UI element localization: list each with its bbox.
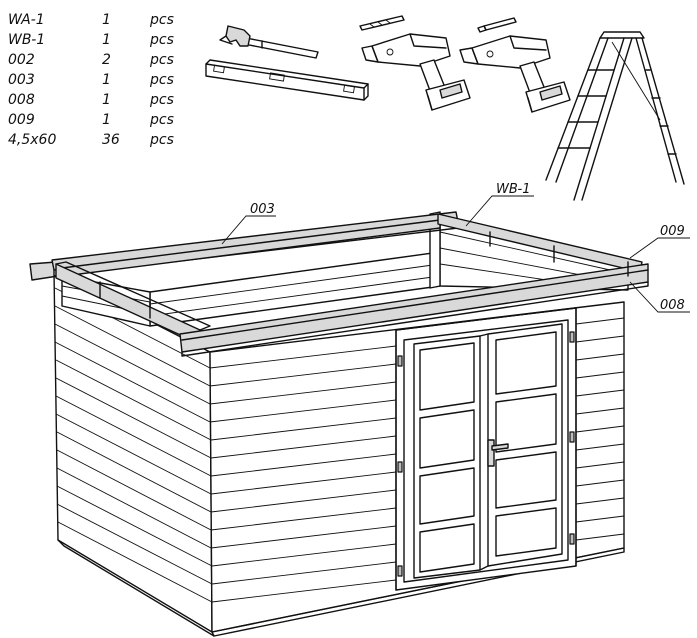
- part-code: 008: [8, 92, 35, 108]
- parts-row: WB-1 1 pcs: [8, 32, 174, 48]
- roof-beams: [29, 211, 649, 357]
- front-wall-boards: [209, 317, 625, 603]
- parts-row: 003 1 pcs: [8, 72, 174, 88]
- hammer-icon: [219, 25, 319, 59]
- part-code: 003: [8, 72, 35, 88]
- part-qty: 2: [102, 52, 111, 68]
- part-code: 009: [8, 112, 35, 128]
- parts-row: 008 1 pcs: [8, 92, 174, 108]
- double-door: [395, 307, 577, 591]
- part-code: 4,5x60: [8, 132, 56, 148]
- part-unit: pcs: [149, 32, 174, 48]
- part-unit: pcs: [149, 132, 174, 148]
- parts-row: WA-1 1 pcs: [8, 12, 174, 28]
- part-qty: 1: [102, 112, 111, 128]
- part-code: 002: [8, 52, 35, 68]
- callout-label: WB-1: [496, 182, 531, 197]
- left-wall-boards: [54, 287, 213, 603]
- ladder-icon: [545, 31, 685, 201]
- part-code: WB-1: [8, 32, 45, 48]
- part-qty: 36: [102, 132, 120, 148]
- part-unit: pcs: [149, 12, 174, 28]
- part-qty: 1: [102, 92, 111, 108]
- parts-list: WA-1 1 pcs WB-1 1 pcs 002 2 pcs 003 1 pc…: [8, 12, 174, 148]
- part-qty: 1: [102, 72, 111, 88]
- parts-row: 4,5x60 36 pcs: [8, 132, 174, 148]
- callout-label: 003: [250, 202, 275, 217]
- callout-009: 009: [629, 224, 690, 259]
- callout-003: 003: [221, 202, 276, 245]
- door-handle-icon: [487, 439, 509, 467]
- drill-bit-icon: [359, 15, 405, 31]
- part-unit: pcs: [149, 52, 174, 68]
- part-code: WA-1: [8, 12, 45, 28]
- parts-row: 009 1 pcs: [8, 112, 174, 128]
- part-unit: pcs: [149, 72, 174, 88]
- part-unit: pcs: [149, 112, 174, 128]
- callout-wb1: WB-1: [465, 182, 534, 227]
- shed-structure: [53, 211, 629, 637]
- part-qty: 1: [102, 32, 111, 48]
- callout-008: 008: [629, 281, 690, 313]
- callout-label: 008: [660, 298, 685, 313]
- callout-label: 009: [660, 224, 685, 239]
- part-qty: 1: [102, 12, 111, 28]
- parts-row: 002 2 pcs: [8, 52, 174, 68]
- screwdriver-bit-icon: [477, 17, 517, 33]
- screwdriver-drill-icon: [459, 35, 571, 113]
- drill-icon: [361, 33, 471, 111]
- part-unit: pcs: [149, 92, 174, 108]
- spirit-level-icon: [205, 59, 369, 101]
